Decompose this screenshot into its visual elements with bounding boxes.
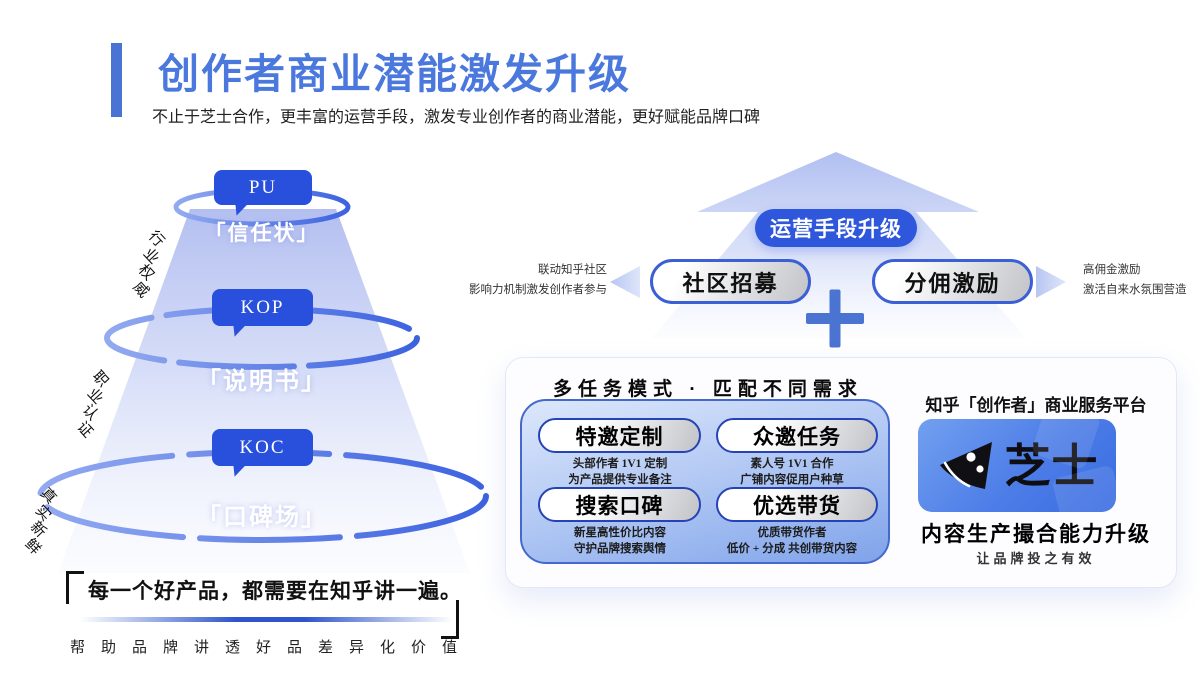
- card-title: 多任务模式 · 匹配不同需求: [553, 379, 863, 400]
- task-desc-line: 低价 + 分成 共创带货内容: [726, 542, 858, 555]
- funnel-label-manual: 「说明书」: [197, 369, 327, 395]
- title-accent-bar: [111, 43, 122, 117]
- platform-title: 知乎「创作者」商业服务平台: [925, 396, 1147, 415]
- right-arrow-icon: [1036, 266, 1066, 298]
- upgrade-headline-pill: 运营手段升级: [755, 209, 917, 247]
- funnel-cone: [58, 209, 470, 573]
- right-note-line2: 激活自来水氛围营造: [1083, 283, 1187, 296]
- funnel-label-trust: 「信任状」: [204, 221, 320, 245]
- task-desc-custom: 头部作者 1V1 定制 为产品提供专业备注: [522, 457, 718, 489]
- funnel-tag-koc: KOC: [212, 429, 313, 466]
- left-note: 联动知乎社区 影响力机制激发创作者参与: [452, 261, 607, 300]
- quote-open-bracket: [66, 571, 84, 604]
- left-note-line2: 影响力机制激发创作者参与: [469, 283, 607, 296]
- funnel-tag-pu: PU: [214, 170, 312, 205]
- task-desc-search: 新星高性价比内容 守护品牌搜索舆情: [522, 526, 718, 558]
- multi-task-card: 多任务模式 · 匹配不同需求 特邀定制 众邀任务 头部作者 1V1 定制 为产品…: [505, 357, 1177, 588]
- plus-icon: [806, 289, 864, 348]
- task-pill-selected: 优选带货: [716, 487, 878, 522]
- gradient-divider: [72, 617, 460, 622]
- community-recruit-pill: 社区招募: [650, 259, 811, 304]
- platform-caption: 内容生产撮合能力升级: [921, 523, 1151, 546]
- task-desc-line: 广铺内容促用户种草: [740, 473, 844, 486]
- task-desc-line: 优质带货作者: [757, 527, 827, 539]
- task-desc-crowd: 素人号 1V1 合作 广铺内容促用户种草: [694, 457, 890, 489]
- funnel-label-wom: 「口碑场」: [197, 505, 327, 531]
- right-note: 高佣金激励 激活自来水氛围营造: [1083, 261, 1200, 300]
- task-desc-line: 头部作者 1V1 定制: [572, 458, 668, 470]
- cheese-wedge-icon: [939, 441, 992, 489]
- task-desc-line: 新星高性价比内容: [574, 527, 666, 539]
- platform-subcaption: 让品牌投之有效: [976, 551, 1096, 566]
- page-subtitle: 不止于芝士合作，更丰富的运营手段，激发专业创作者的商业潜能，更好赋能品牌口碑: [152, 109, 761, 126]
- commission-incentive-pill: 分佣激励: [872, 259, 1033, 304]
- task-pill-custom: 特邀定制: [538, 418, 701, 453]
- left-note-line1: 联动知乎社区: [538, 264, 607, 276]
- funnel-tag-kop: KOP: [212, 289, 313, 326]
- task-desc-line: 守护品牌搜索舆情: [574, 542, 666, 555]
- task-desc-selected: 优质带货作者 低价 + 分成 共创带货内容: [694, 526, 890, 558]
- page-title: 创作者商业潜能激发升级: [158, 51, 631, 97]
- task-pill-search: 搜索口碑: [538, 487, 701, 522]
- logo-text: 芝士: [1004, 439, 1099, 492]
- task-panel: 特邀定制 众邀任务 头部作者 1V1 定制 为产品提供专业备注 素人号 1V1 …: [520, 399, 890, 564]
- left-arrow-icon: [610, 266, 640, 298]
- task-pill-crowd: 众邀任务: [716, 418, 878, 453]
- task-desc-line: 素人号 1V1 合作: [750, 458, 834, 470]
- zhishi-logo: 芝士: [918, 419, 1116, 512]
- slogan-text: 帮助品牌讲透好品差异化价值: [70, 640, 474, 656]
- right-note-line1: 高佣金激励: [1083, 264, 1141, 276]
- quote-text: 每一个好产品，都需要在知乎讲一遍。: [88, 579, 462, 603]
- task-desc-line: 为产品提供专业备注: [568, 473, 672, 486]
